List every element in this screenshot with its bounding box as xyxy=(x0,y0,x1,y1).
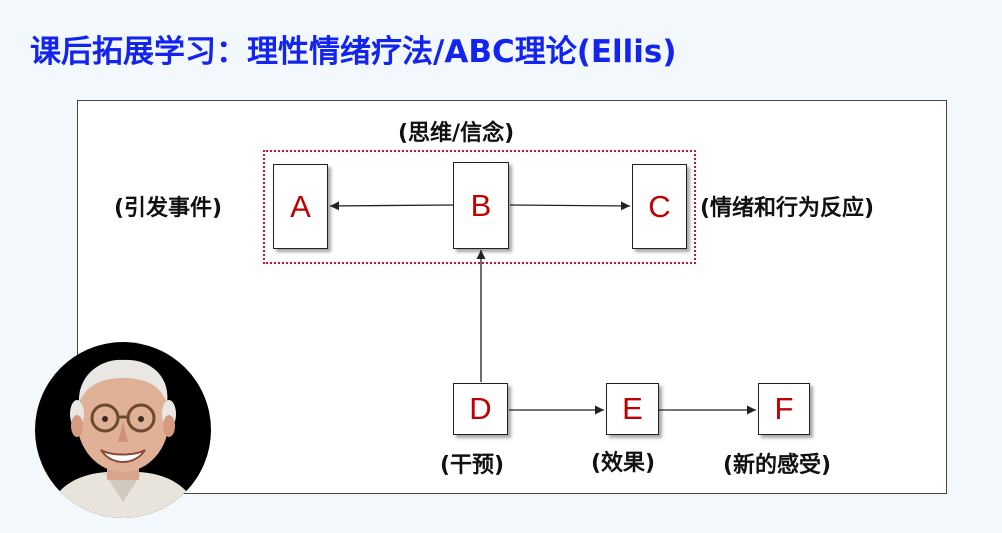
node-a: A xyxy=(273,164,328,249)
node-c: C xyxy=(632,164,687,249)
label-c: (情绪和行为反应) xyxy=(700,196,875,221)
arrow-b-to-a xyxy=(329,201,454,211)
label-f: (新的感受) xyxy=(723,453,832,478)
node-d: D xyxy=(453,383,508,435)
label-e: (效果) xyxy=(591,451,656,476)
slide-title: 课后拓展学习：理性情绪疗法/ABC理论(Ellis) xyxy=(30,34,677,70)
label-d: (干预) xyxy=(440,453,505,478)
node-f: F xyxy=(758,383,810,435)
node-b: B xyxy=(453,162,509,249)
label-a: (引发事件) xyxy=(114,196,223,221)
group-label: (思维/信念) xyxy=(398,121,515,146)
belief-group-box xyxy=(263,150,696,264)
node-e: E xyxy=(606,383,659,435)
arrow-b-to-c xyxy=(509,201,631,211)
portrait-photo xyxy=(35,342,211,518)
